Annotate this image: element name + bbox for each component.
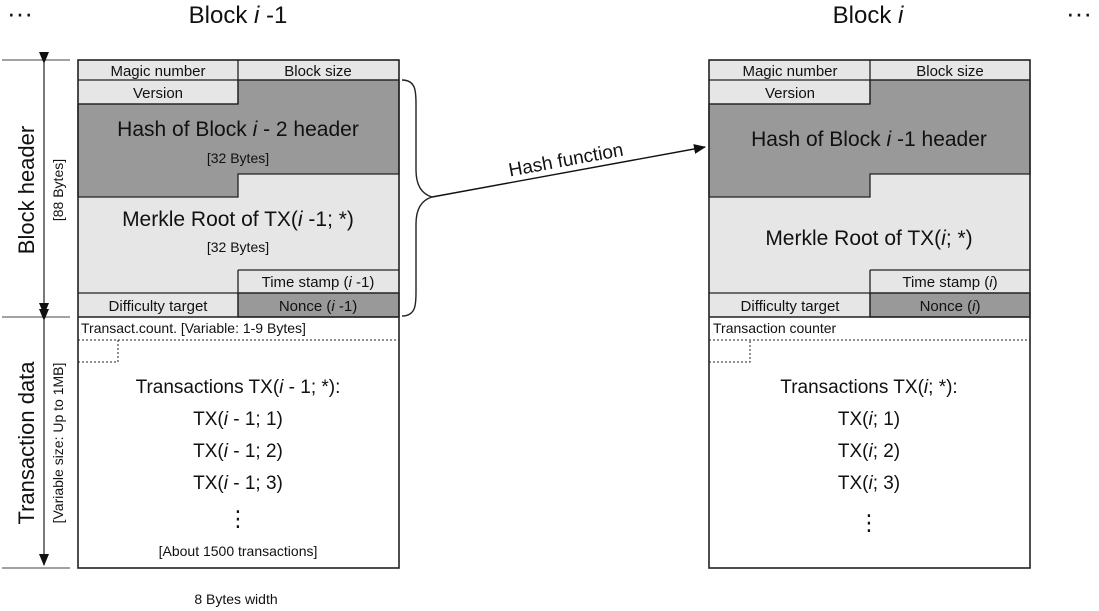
prev-hash-label: Hash of Block i - 2 header (117, 118, 359, 141)
merkle-root-label: Merkle Root of TX(i -1; *) (122, 208, 354, 231)
version-label: Version (765, 85, 815, 102)
timestamp-label: Time stamp (i -1) (262, 274, 375, 291)
transaction-item: TX(i - 1; 3) (193, 473, 283, 494)
right-ellipsis: ··· (1066, 0, 1092, 28)
hash-function-arrow (431, 144, 706, 198)
magic-number-label: Magic number (742, 63, 837, 80)
version-label: Version (133, 85, 183, 102)
magic-number-label: Magic number (110, 63, 205, 80)
prev-hash-size: [32 Bytes] (207, 150, 269, 166)
transactions-ellipsis: ⋮ (858, 510, 880, 535)
difficulty-target-label: Difficulty target (109, 298, 209, 315)
transactions-title: Transactions TX(i; *): (780, 377, 957, 398)
transactions-ellipsis: ⋮ (227, 506, 249, 531)
block-right-title: Block i (833, 2, 904, 29)
header-brace (401, 79, 435, 317)
merkle-root-label: Merkle Root of TX(i; *) (765, 227, 972, 250)
transaction-item: TX(i; 3) (838, 473, 900, 494)
difficulty-target-label: Difficulty target (741, 298, 841, 315)
block-size-label: Block size (916, 63, 984, 80)
merkle-root-size: [32 Bytes] (207, 239, 269, 255)
hash-function-label: Hash function (507, 140, 625, 182)
transaction-item: TX(i - 1; 2) (193, 441, 283, 462)
left-ellipsis: ··· (7, 0, 33, 28)
block-right: Block i Magic number Block size Version … (708, 2, 1031, 569)
nonce-label: Nonce (i -1) (279, 298, 357, 315)
block-size-label: Block size (284, 63, 352, 80)
transaction-counter-label: Transaction counter (713, 320, 837, 336)
transaction-data-size: [Variable size: Up to 1MB] (50, 363, 66, 524)
block-header-label: Block header (14, 126, 39, 254)
nonce-label: Nonce (i) (920, 298, 981, 315)
width-label: 8 Bytes width (194, 591, 277, 607)
prev-hash-label: Hash of Block i -1 header (751, 128, 987, 151)
transaction-item: TX(i; 2) (838, 441, 900, 462)
size-markers: Block header [88 Bytes] Transaction data… (2, 52, 70, 569)
transactions-title: Transactions TX(i - 1; *): (136, 377, 341, 398)
transactions-note: [About 1500 transactions] (159, 543, 318, 559)
timestamp-label: Time stamp (i) (902, 274, 997, 291)
block-left: Block i -1 Magic number Block size Versi… (77, 2, 400, 569)
block-left-title: Block i -1 (189, 2, 288, 29)
transaction-item: TX(i; 1) (838, 409, 900, 430)
block-header-size: [88 Bytes] (50, 159, 66, 221)
transaction-data-label: Transaction data (14, 361, 39, 525)
transaction-item: TX(i - 1; 1) (193, 409, 283, 430)
transaction-counter-label: Transact.count. [Variable: 1-9 Bytes] (81, 320, 306, 336)
